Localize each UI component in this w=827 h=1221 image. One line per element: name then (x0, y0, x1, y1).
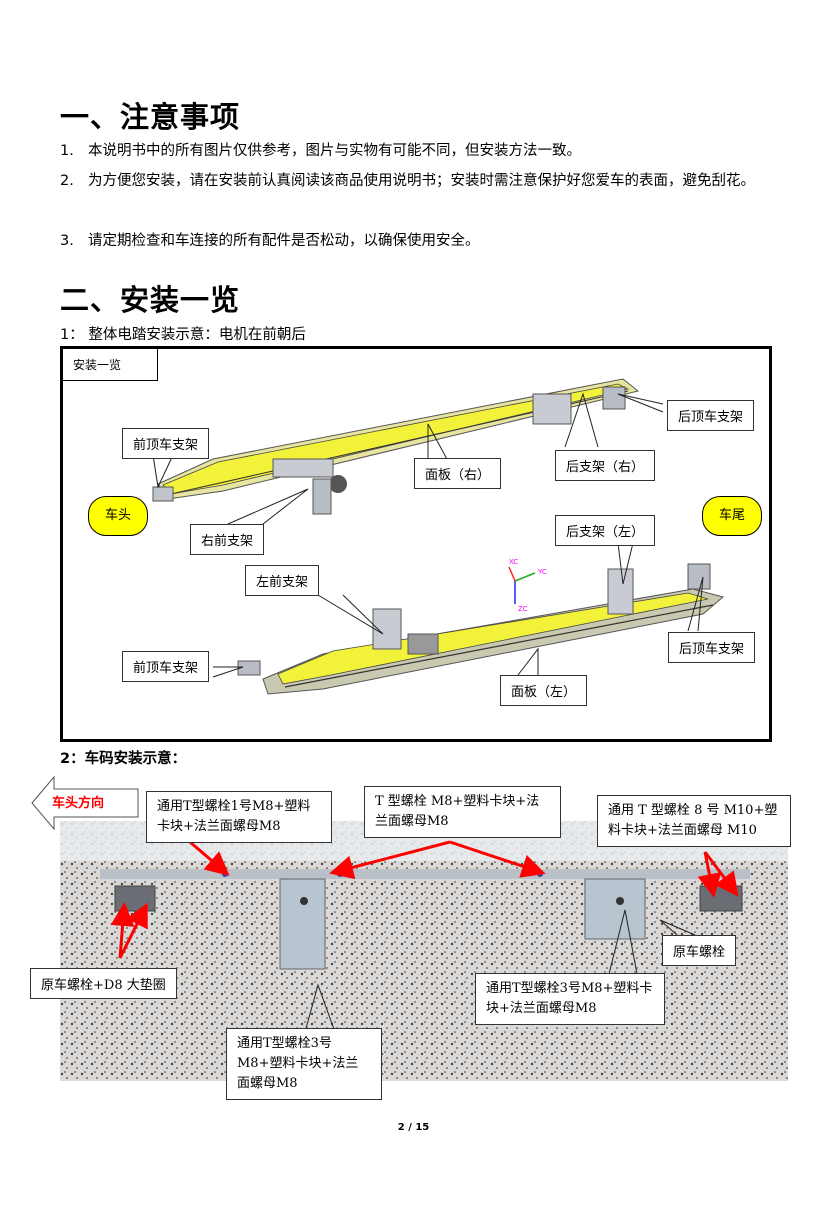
car-direction-tag: 车头方向 (30, 775, 140, 835)
label-panel-left: 面板（左） (500, 675, 588, 706)
list-number: 1. (60, 143, 74, 159)
axis-triad: XC YC ZC (508, 558, 547, 613)
subheading-bolt: 2：车码安装示意： (60, 751, 187, 767)
list-text: 为方便您安装，请在安装前认真阅读该商品使用说明书；安装时需注意保护好您爱车的表面… (88, 173, 755, 189)
label-bolt8: 通用 T 型螺栓 8 号 M10+塑料卡块+法兰面螺母 M10 (597, 795, 791, 847)
red-arrows (110, 840, 739, 1033)
label-bolt3-right: 通用T型螺栓3号M8+塑料卡块+法兰面螺母M8 (475, 973, 665, 1025)
list-number: 3. (60, 233, 74, 249)
running-board-drawing: XC YC ZC (152, 378, 725, 695)
panel-left-shape (237, 563, 725, 695)
panel-right-shape (152, 378, 640, 515)
axis-z-label: ZC (518, 605, 528, 613)
subheading-overall: 1： 整体电踏安装示意：电机在前朝后 (60, 327, 306, 343)
label-right-front-bracket: 右前支架 (190, 524, 265, 555)
underbody-photo (60, 821, 788, 1081)
list-item: 2. 为方便您安装，请在安装前认真阅读该商品使用说明书；安装时需注意保护好您爱车的… (60, 167, 780, 195)
page-number: 2 / 15 (397, 1122, 430, 1133)
car-tail-badge: 车尾 (702, 496, 762, 536)
section-heading-notes: 一、注意事项 (60, 100, 241, 134)
list-text: 本说明书中的所有图片仅供参考，图片与实物有可能不同，但安装方法一致。 (88, 143, 581, 159)
label-rear-roof-top: 后顶车支架 (667, 400, 755, 431)
leader-lines (152, 392, 704, 678)
label-bolt1: 通用T型螺栓1号M8+塑料卡块+法兰面螺母M8 (146, 791, 332, 843)
label-tbolt: T 型螺栓 M8+塑料卡块+法兰面螺母M8 (364, 786, 561, 838)
underbody-drawing (60, 821, 788, 1081)
label-bolt3-bottom: 通用T型螺栓3号M8+塑料卡块+法兰面螺母M8 (226, 1028, 382, 1100)
label-orig-bolt: 原车螺栓 (662, 935, 737, 966)
axis-y-label: YC (537, 568, 547, 576)
list-item: 3. 请定期检查和车连接的所有配件是否松动，以确保使用安全。 (60, 227, 780, 255)
label-left-front-bracket: 左前支架 (245, 565, 320, 596)
label-orig-washer: 原车螺栓+D8 大垫圈 (30, 968, 177, 999)
section-heading-overview: 二、安装一览 (60, 283, 241, 317)
car-direction-label: 车头方向 (52, 796, 105, 811)
label-panel-right: 面板（右） (414, 458, 502, 489)
axis-x-label: XC (509, 558, 518, 566)
installation-overview-figure: 安装一览 XC (60, 346, 772, 742)
list-number: 2. (60, 173, 74, 189)
left-arrow-icon (31, 775, 139, 831)
label-front-roof-top: 前顶车支架 (122, 428, 210, 459)
figure-title: 安装一览 (63, 349, 158, 381)
label-rear-roof-bottom: 后顶车支架 (668, 632, 756, 663)
car-head-badge: 车头 (88, 496, 148, 536)
label-front-roof-bottom: 前顶车支架 (122, 651, 210, 682)
label-rear-bracket-right: 后支架（右） (555, 450, 656, 481)
label-rear-bracket-left: 后支架（左） (555, 515, 656, 546)
list-item: 1. 本说明书中的所有图片仅供参考，图片与实物有可能不同，但安装方法一致。 (60, 137, 780, 165)
list-text: 请定期检查和车连接的所有配件是否松动，以确保使用安全。 (88, 233, 480, 249)
